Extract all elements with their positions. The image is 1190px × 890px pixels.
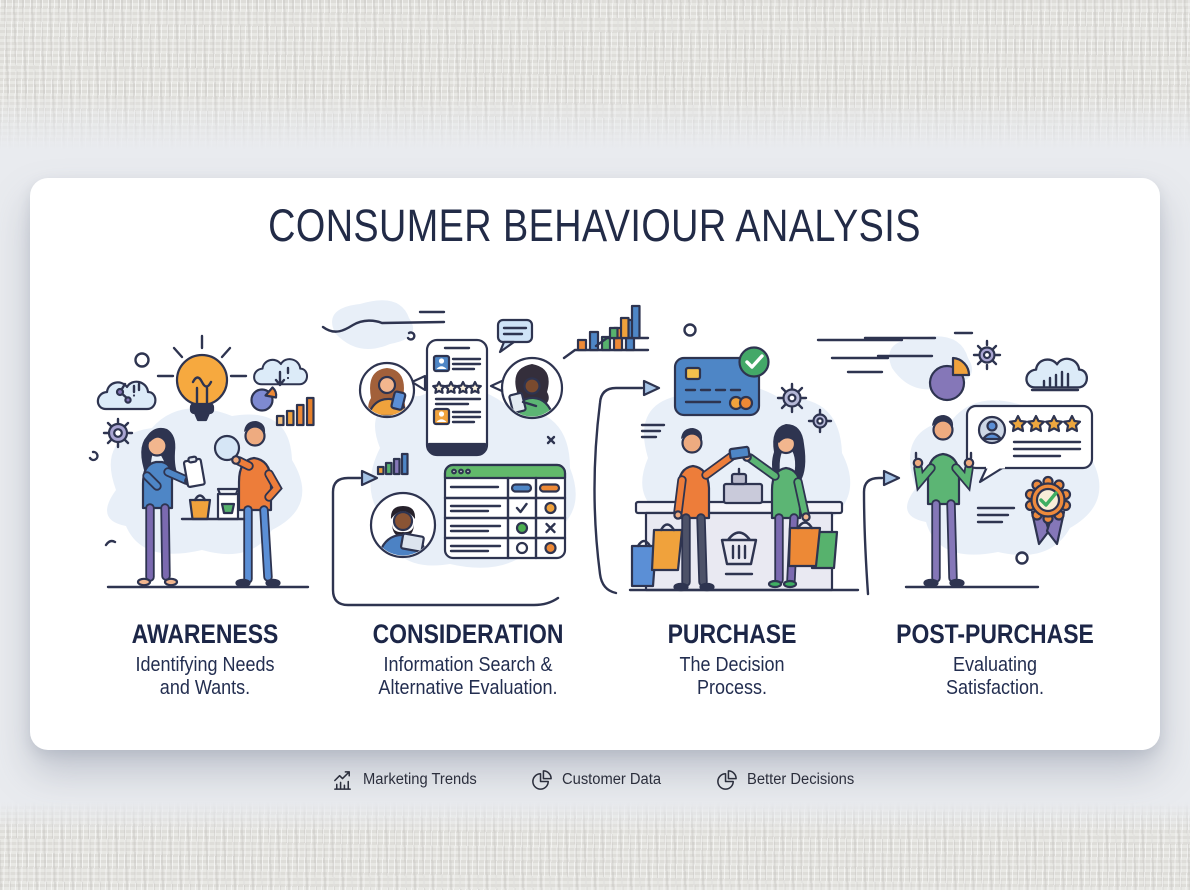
cloud-analytics-icon (1025, 357, 1088, 392)
stage-post-purchase-illustration (863, 331, 1100, 589)
bar-chart-icon (594, 304, 650, 348)
speech-bubble-icon (496, 318, 534, 354)
footer-item-label: Customer Data (562, 771, 662, 788)
list-lines-decoration (976, 506, 1016, 524)
award-badge-icon (1024, 475, 1072, 546)
stage-consideration-label: CONSIDERATION Information Search & Alter… (328, 618, 608, 700)
stage-desc-line: Identifying Needs (135, 654, 275, 676)
stage-desc-line: Information Search & (383, 654, 553, 676)
stage-labels: AWARENESS Identifying Needs and Wants. C… (30, 618, 1160, 728)
trend-chart-icon (333, 770, 351, 790)
pie-chart-icon (532, 769, 553, 790)
stage-post-purchase-label: POST-PURCHASE Evaluating Satisfaction. (855, 618, 1135, 700)
avatar-man-tablet (369, 491, 437, 559)
journey-illustration (88, 300, 1100, 607)
avatar-woman-tablet (489, 356, 564, 420)
stage-awareness-label: AWARENESS Identifying Needs and Wants. (65, 618, 345, 700)
connector-awareness-consideration (331, 476, 560, 607)
avatar-woman-phone (358, 361, 427, 419)
stage-description: Identifying Needs and Wants. (79, 654, 331, 700)
person-man-paying (673, 428, 740, 592)
texture-fade (0, 95, 1190, 150)
main-card: CONSUMER BEHAVIOUR ANALYSIS (30, 178, 1160, 750)
footer-item-label: Better Decisions (746, 771, 854, 788)
person-woman-clipboard (136, 427, 206, 587)
speed-lines-decoration (816, 338, 904, 374)
background-texture-top (0, 0, 1190, 150)
check-badge-icon (738, 346, 770, 378)
cloud-network-icon (96, 380, 157, 411)
stage-title: CONSIDERATION (372, 619, 564, 649)
background-blob-small (332, 300, 414, 350)
payment-card-icon (728, 445, 751, 461)
flow-connectors (331, 379, 901, 607)
stage-consideration-illustration (321, 300, 650, 568)
cloud-download-icon (253, 358, 309, 387)
gear-icon (102, 417, 134, 449)
stage-description: Evaluating Satisfaction. (869, 654, 1121, 700)
wave-line-decoration (321, 310, 446, 333)
stage-description: Information Search & Alternative Evaluat… (342, 654, 594, 700)
stage-desc-line: and Wants. (159, 677, 251, 699)
footer-item-label: Marketing Trends (362, 771, 477, 788)
swirl-decoration (406, 331, 416, 341)
dot-decoration (683, 323, 697, 337)
credit-card-icon (673, 356, 761, 417)
stage-title: AWARENESS (131, 619, 279, 649)
cash-register-icon (722, 467, 764, 505)
stage-desc-line: Process. (696, 677, 768, 699)
pie-chart-icon (716, 769, 737, 790)
comparison-table (443, 463, 567, 560)
lightbulb-icon (156, 334, 248, 422)
stage-awareness-illustration (88, 334, 315, 589)
stage-purchase-label: PURCHASE The Decision Process. (592, 618, 872, 700)
stage-desc-line: The Decision (679, 654, 785, 676)
list-lines-decoration (640, 423, 666, 439)
page-title: CONSUMER BEHAVIOUR ANALYSIS (268, 200, 922, 251)
footer-legend: Marketing Trends Customer Data Better De… (0, 762, 1190, 798)
background-texture-bottom (0, 802, 1190, 890)
stage-desc-line: Evaluating (952, 654, 1038, 676)
connector-purchase-postpurchase (862, 476, 884, 596)
stage-desc-line: Alternative Evaluation. (378, 677, 558, 699)
shopping-bags-right (787, 521, 839, 570)
footer-item-marketing-trends: Marketing Trends (331, 769, 483, 792)
bar-chart-small-icon (376, 452, 409, 476)
arrow-icon (882, 469, 901, 487)
connector-consideration-purchase (593, 386, 644, 595)
person-man-thumbs-up (912, 415, 975, 588)
bar-chart-icon (275, 396, 315, 427)
pie-chart-icon (250, 386, 278, 412)
basket-icon (720, 531, 758, 576)
star-rating (432, 380, 482, 394)
footer-item-better-decisions: Better Decisions (715, 769, 860, 792)
speed-lines-decoration (863, 331, 974, 358)
stage-purchase-illustration (594, 304, 973, 592)
gear-icon (776, 382, 833, 434)
texture-fade (0, 802, 1190, 832)
arrow-icon (642, 379, 661, 397)
phone-reviews (425, 338, 489, 457)
shopping-bag-icon (188, 494, 212, 521)
footer-item-customer-data: Customer Data (530, 769, 666, 792)
dot-decoration (134, 352, 150, 368)
shopping-bags-left (630, 523, 684, 588)
sparkle-decoration (546, 435, 556, 445)
star-rating (1008, 414, 1082, 433)
gear-icon (972, 339, 1002, 371)
person-man-magnifier (213, 421, 283, 588)
clipboard-icon (182, 455, 206, 488)
review-bubble (965, 404, 1094, 484)
pie-chart-icon (928, 356, 971, 402)
stage-desc-line: Satisfaction. (945, 677, 1045, 699)
dot-decoration (1015, 551, 1029, 565)
swirl-decoration (88, 450, 117, 547)
stage-description: The Decision Process. (606, 654, 858, 700)
product-package-icon (216, 487, 240, 521)
stage-title: PURCHASE (667, 619, 797, 649)
stage-title: POST-PURCHASE (896, 619, 1094, 649)
arrow-icon (360, 469, 379, 487)
